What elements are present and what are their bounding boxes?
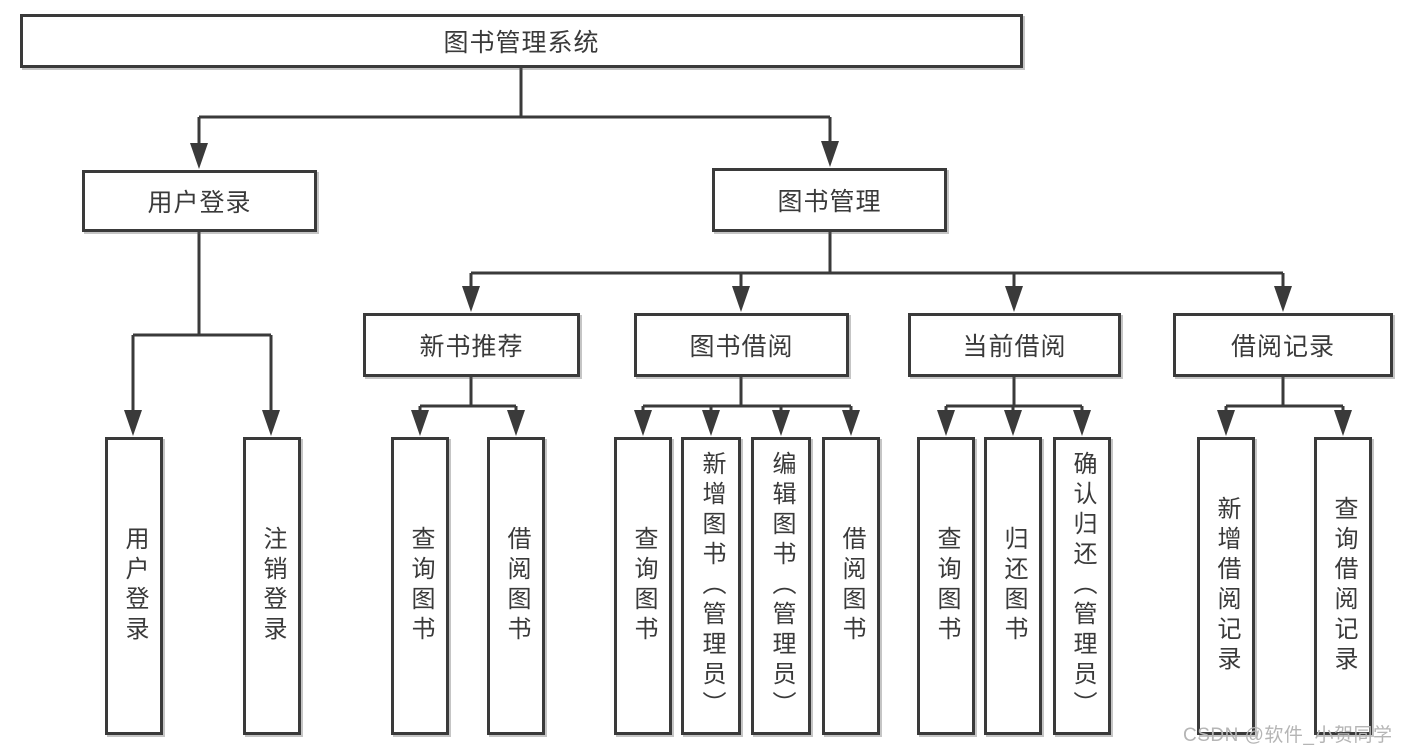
leaf-query-books-1: 查询图书 bbox=[391, 437, 449, 735]
node-book-management: 图书管理 bbox=[712, 168, 947, 232]
leaf-query-borrow-record: 查询借阅记录 bbox=[1314, 437, 1372, 735]
leaf-borrow-books-1: 借阅图书 bbox=[487, 437, 545, 735]
leaf-edit-book-admin: 编辑图书（管理员） bbox=[751, 437, 811, 735]
leaf-add-borrow-record: 新增借阅记录 bbox=[1197, 437, 1255, 735]
leaf-borrow-books-2: 借阅图书 bbox=[822, 437, 880, 735]
leaf-return-book: 归还图书 bbox=[984, 437, 1042, 735]
node-borrowing-records: 借阅记录 bbox=[1173, 313, 1393, 377]
leaf-user-login: 用户登录 bbox=[105, 437, 163, 735]
node-library-system: 图书管理系统 bbox=[20, 14, 1023, 68]
node-new-book-recommend: 新书推荐 bbox=[363, 313, 580, 377]
leaf-add-book-admin: 新增图书（管理员） bbox=[681, 437, 741, 735]
leaf-confirm-return-admin: 确认归还（管理员） bbox=[1053, 437, 1111, 735]
leaf-query-books-3: 查询图书 bbox=[917, 437, 975, 735]
leaf-logout: 注销登录 bbox=[243, 437, 301, 735]
csdn-watermark: CSDN @软件_小贺同学 bbox=[1183, 725, 1393, 746]
node-book-borrowing: 图书借阅 bbox=[634, 313, 849, 377]
leaf-query-books-2: 查询图书 bbox=[614, 437, 672, 735]
node-current-borrowing: 当前借阅 bbox=[908, 313, 1121, 377]
node-user-login: 用户登录 bbox=[82, 170, 317, 232]
